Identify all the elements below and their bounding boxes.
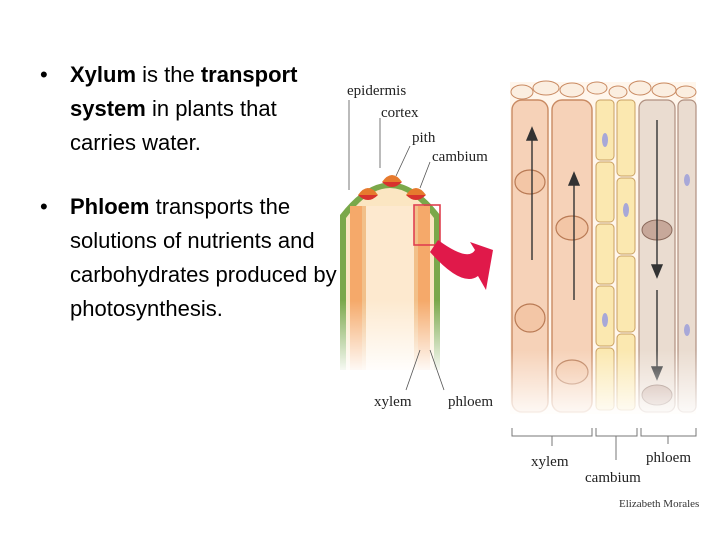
xylem-pit bbox=[514, 169, 546, 195]
top-cell bbox=[608, 85, 628, 99]
bullet-list: • Xylum is the transport system in plant… bbox=[40, 58, 340, 356]
bullet-dot: • bbox=[40, 62, 48, 87]
bullet-1-term: Xylum bbox=[70, 62, 137, 87]
label-pith: pith bbox=[412, 130, 436, 146]
vascular-bundle bbox=[382, 182, 402, 187]
stem-cambium-line-right bbox=[414, 206, 418, 370]
xylem-bracket bbox=[511, 428, 593, 437]
phloem-nuclei bbox=[602, 133, 690, 336]
nucleus bbox=[623, 203, 629, 217]
xylem-pit bbox=[514, 303, 546, 333]
cambium-cell bbox=[616, 99, 636, 177]
bullet-2-text: transports the solutions of nutrients an… bbox=[70, 194, 337, 321]
cambium-cell bbox=[595, 223, 615, 285]
pith-leader bbox=[395, 145, 411, 177]
top-cell bbox=[651, 82, 677, 98]
bullet-dot: • bbox=[40, 194, 48, 219]
image-credit: Elizabeth Morales bbox=[619, 498, 699, 510]
label-cortex: cortex bbox=[381, 105, 419, 121]
stem-leader-lines bbox=[348, 100, 445, 391]
vascular-bundle bbox=[406, 188, 426, 195]
stem-cambium-line-left bbox=[362, 206, 366, 370]
cambium-cell bbox=[595, 161, 615, 223]
vascular-bundle bbox=[358, 188, 378, 195]
cambium-bracket bbox=[595, 428, 638, 437]
top-cell bbox=[532, 80, 560, 96]
top-cell bbox=[586, 81, 608, 95]
nucleus bbox=[602, 313, 608, 327]
cambium-leader bbox=[419, 161, 431, 189]
vascular-bundle bbox=[358, 195, 378, 200]
label-tissue-xylem: xylem bbox=[531, 454, 569, 470]
phloem-flow-arrow-head bbox=[650, 264, 664, 279]
bullet-2-term: Phloem bbox=[70, 194, 150, 219]
bullet-1-emphasis: transport system bbox=[70, 62, 298, 121]
label-epidermis: epidermis bbox=[347, 83, 406, 99]
bullet-phloem: • Phloem transports the solutions of nut… bbox=[40, 190, 340, 326]
bullet-1-text-b: in plants that carries water. bbox=[70, 96, 277, 155]
tissue-fade bbox=[508, 350, 700, 416]
tissue-top-cells bbox=[510, 80, 697, 100]
top-cell bbox=[675, 85, 697, 99]
bullet-xylem: • Xylum is the transport system in plant… bbox=[40, 58, 340, 160]
xylem-flow-arrow-head bbox=[525, 126, 539, 141]
vascular-bundle bbox=[406, 195, 426, 200]
nucleus bbox=[684, 174, 690, 186]
zoom-highlight bbox=[413, 204, 441, 246]
label-stem-xylem: xylem bbox=[374, 394, 412, 410]
cambium-cell bbox=[595, 99, 615, 161]
label-cambium: cambium bbox=[432, 149, 488, 165]
label-stem-phloem: phloem bbox=[448, 394, 493, 410]
phloem-leader bbox=[429, 349, 445, 391]
phloem-bracket bbox=[640, 428, 697, 437]
cambium-cell bbox=[616, 255, 636, 333]
xylem-flow-arrow-head bbox=[567, 171, 581, 186]
zoom-arrow bbox=[430, 240, 493, 290]
vascular-bundle bbox=[382, 175, 402, 182]
nucleus bbox=[684, 324, 690, 336]
top-cell bbox=[559, 82, 585, 98]
stem-section bbox=[336, 175, 446, 375]
top-cell bbox=[628, 80, 652, 96]
tissue-brackets bbox=[511, 428, 697, 460]
stem-fade bbox=[336, 300, 446, 375]
bullet-1-text-a: is the bbox=[136, 62, 201, 87]
top-cell bbox=[510, 84, 534, 100]
xylem-pit bbox=[555, 215, 589, 241]
label-tissue-phloem: phloem bbox=[646, 450, 691, 466]
nucleus bbox=[602, 133, 608, 147]
label-tissue-cambium: cambium bbox=[585, 470, 641, 486]
xylem-leader bbox=[405, 349, 421, 391]
magnified-tissue bbox=[508, 80, 700, 416]
